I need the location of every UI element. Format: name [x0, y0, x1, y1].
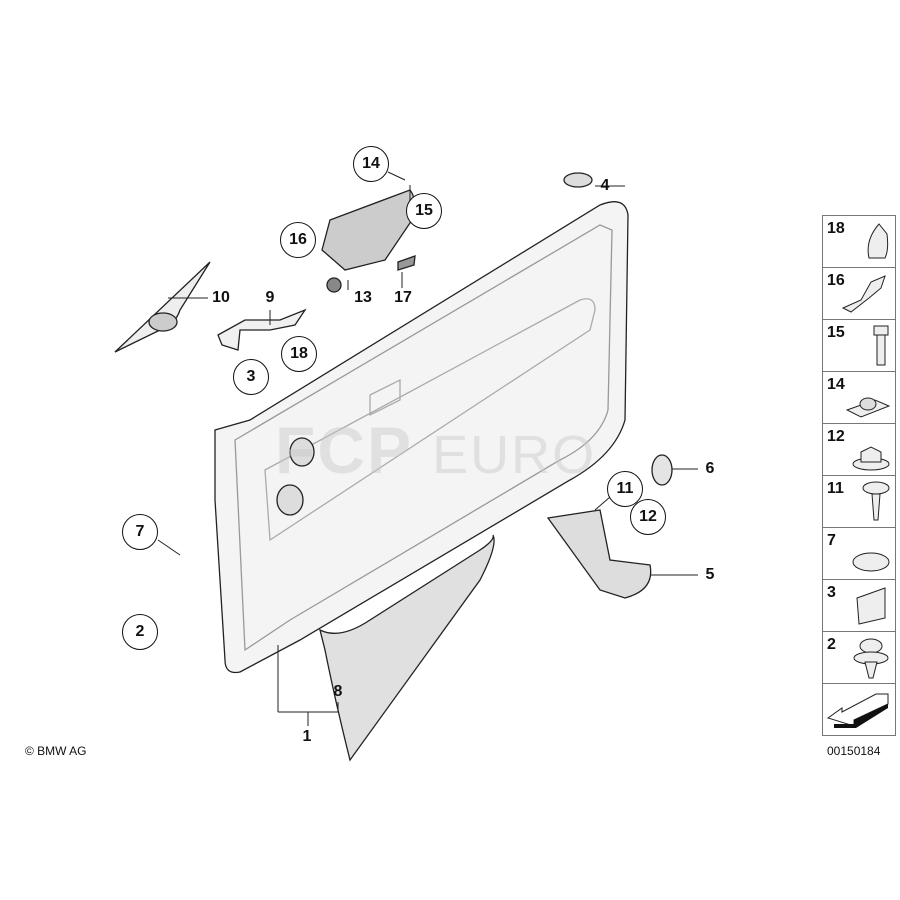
legend-cell: 2 [822, 631, 896, 683]
callout-circled: 2 [122, 614, 158, 650]
legend-cell: 18 [822, 215, 896, 267]
callout: 5 [705, 566, 715, 583]
armrest [546, 509, 652, 599]
diagram-number: 00150184 [827, 744, 881, 758]
callout: 17 [394, 289, 412, 306]
legend-cell: 12 [822, 423, 896, 475]
callout: 1 [302, 728, 312, 745]
door-handle [321, 189, 416, 271]
expanding-rivet-icon [853, 638, 889, 679]
legend-cell: 14 [822, 371, 896, 423]
copyright: © BMW AG [25, 744, 87, 758]
callout: 8 [333, 683, 343, 700]
callout-circled: 14 [353, 146, 389, 182]
door-panel [214, 201, 629, 674]
callout-circled: 12 [630, 499, 666, 535]
legend-cell: 16 [822, 267, 896, 319]
retainer-clip-icon [856, 587, 886, 625]
mirror-triangle [114, 261, 211, 353]
callout-circled: 11 [607, 471, 643, 507]
legend-cell: 3 [822, 579, 896, 631]
callout-circled: 3 [233, 359, 269, 395]
flange-nut-icon [852, 446, 890, 471]
fastener-legend: 18 16 15 14 12 11 7 3 2 [822, 215, 896, 736]
spring-clip-icon [841, 275, 886, 313]
legend-cell: 11 [822, 475, 896, 527]
legend-cell [822, 683, 896, 736]
clip-washer-icon [852, 552, 890, 572]
map-pocket [319, 534, 495, 762]
callout-circled: 7 [122, 514, 158, 550]
screw-icon [862, 481, 890, 521]
direction-arrow-icon [826, 693, 889, 728]
watermark: FCP EURO [275, 413, 597, 487]
clip-icon [867, 223, 889, 259]
callout: 10 [212, 289, 230, 306]
clip-nut-icon [845, 397, 891, 418]
legend-cell: 15 [822, 319, 896, 371]
callout-circled: 18 [281, 336, 317, 372]
callout: 6 [705, 460, 715, 477]
callout-circled: 16 [280, 222, 316, 258]
callout: 9 [265, 289, 275, 306]
callout: 13 [354, 289, 372, 306]
callout: 4 [600, 177, 610, 194]
bracket [217, 308, 307, 351]
bolt-icon [873, 325, 889, 366]
legend-cell: 7 [822, 527, 896, 579]
callout-circled: 15 [406, 193, 442, 229]
